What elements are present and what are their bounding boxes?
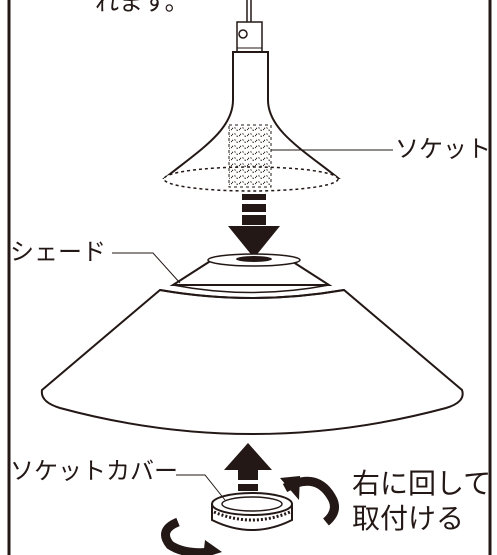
socket-label: ソケット <box>395 135 491 163</box>
cord <box>236 0 263 53</box>
socket-cover-label: ソケットカバー <box>10 457 178 485</box>
socket-holder <box>162 51 393 192</box>
shade-label: シェード <box>10 238 106 266</box>
socket-cover <box>176 474 293 531</box>
up-arrow-icon <box>224 443 272 491</box>
frame-lines <box>7 0 492 555</box>
rotate-right-arrows-icon <box>161 476 339 555</box>
instruction-line-2: 取付ける <box>352 502 465 535</box>
down-arrow-icon <box>228 194 280 258</box>
shade <box>40 252 464 435</box>
instruction-line-1: 右に回して <box>352 467 492 500</box>
top-partial-text: れます。 <box>95 0 189 16</box>
